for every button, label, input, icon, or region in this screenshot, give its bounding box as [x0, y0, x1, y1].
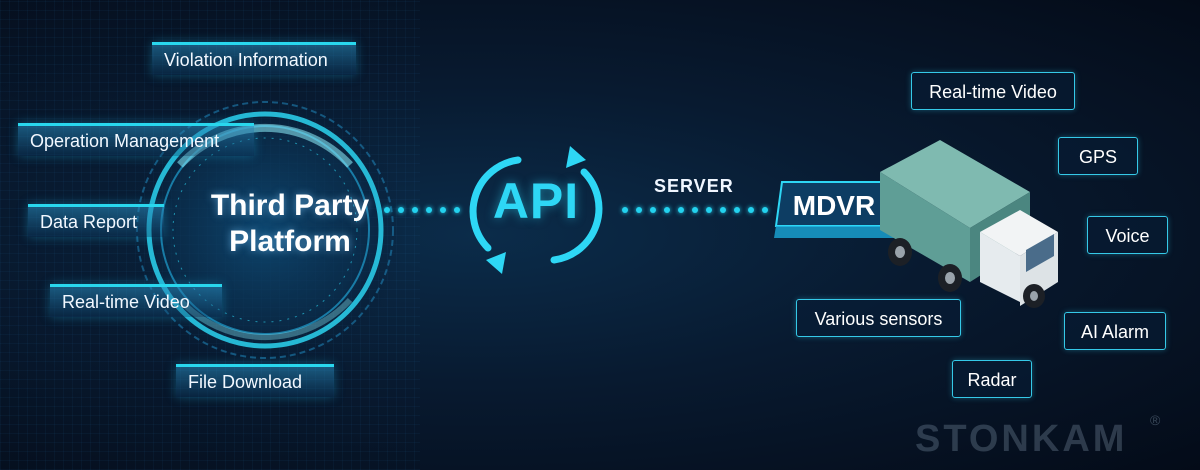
brand-registered-mark: ®	[1150, 412, 1161, 428]
server-label: SERVER	[654, 176, 734, 196]
platform-feature-file-download: File Download	[176, 364, 334, 397]
device-feature-gps: GPS	[1058, 137, 1138, 175]
platform-title-line1: Third Party	[210, 189, 370, 222]
mdvr-label: MDVR	[792, 190, 876, 221]
device-feature-radar: Radar	[952, 360, 1032, 398]
brand-watermark: STONKAM	[915, 418, 1128, 460]
truck-icon	[870, 132, 1070, 310]
platform-feature-real-time-video: Real-time Video	[50, 284, 222, 317]
api-label: API	[492, 173, 580, 229]
platform-title: Third Party Platform	[170, 188, 410, 260]
platform-feature-operation-management: Operation Management	[18, 123, 254, 156]
platform-title-line2: Platform	[229, 225, 351, 258]
platform-feature-data-report: Data Report	[28, 204, 164, 237]
device-feature-real-time-video: Real-time Video	[911, 72, 1075, 110]
device-feature-ai-alarm: AI Alarm	[1064, 312, 1166, 350]
sync-arrows-icon	[458, 140, 614, 280]
device-feature-voice: Voice	[1087, 216, 1168, 254]
mdvr-device	[772, 180, 904, 240]
device-feature-various-sensors: Various sensors	[796, 299, 961, 337]
platform-feature-violation-information: Violation Information	[152, 42, 356, 75]
